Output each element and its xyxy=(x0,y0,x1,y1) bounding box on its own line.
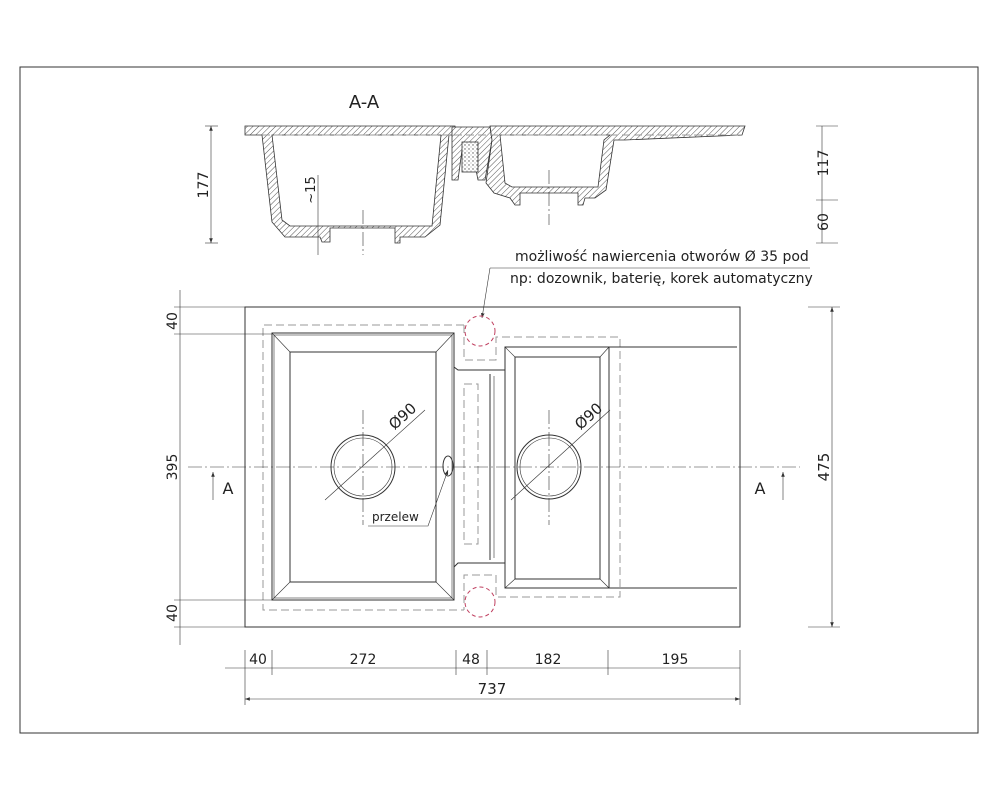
dim-bottom-0: 40 xyxy=(249,652,267,668)
section-left-bowl xyxy=(244,125,456,244)
note-line-1: możliwość nawiercenia otworów Ø 35 pod xyxy=(515,249,809,265)
dim-total-width: 737 xyxy=(478,680,507,698)
section-marker-right: A xyxy=(755,479,766,498)
drain-right-diameter: Ø90 xyxy=(571,399,606,433)
dim-left-top: 40 xyxy=(165,312,181,330)
drilling-note: możliwość nawiercenia otworów Ø 35 pod n… xyxy=(480,249,813,319)
dim-117: 117 xyxy=(816,150,832,177)
dim-right: 475 xyxy=(815,453,833,482)
dim-line-d90-left xyxy=(324,409,426,501)
left-bowl-rim xyxy=(271,332,455,601)
optional-hole-bottom xyxy=(464,586,496,618)
dim-bottom-1: 272 xyxy=(350,652,377,668)
dim-60: 60 xyxy=(816,213,832,231)
right-bowl-rim xyxy=(504,346,610,589)
note-line-2: np: dozownik, baterię, korek automatyczn… xyxy=(510,271,813,287)
overflow-label: przelew xyxy=(372,510,419,524)
section-view: A-A 177 117 60 ~15 xyxy=(196,92,838,255)
dim-left-bottom: 40 xyxy=(165,604,181,622)
plan-view: Ø90 Ø90 przelew A A 40 395 40 475 40 272… xyxy=(165,290,840,705)
section-right-bowl xyxy=(485,125,746,206)
divider-outline xyxy=(453,333,506,600)
dim-15: ~15 xyxy=(304,176,319,203)
section-title: A-A xyxy=(349,92,380,113)
hidden-outline-left xyxy=(262,324,464,611)
hidden-divider xyxy=(463,383,479,545)
dim-bottom-2: 48 xyxy=(462,652,480,668)
dim-left-middle: 395 xyxy=(165,454,181,481)
section-marker-left: A xyxy=(223,479,234,498)
dim-bottom-3: 182 xyxy=(535,652,562,668)
dim-bottom-4: 195 xyxy=(662,652,689,668)
dim-line-d90-right xyxy=(510,409,611,501)
optional-hole-top xyxy=(464,315,496,347)
drawing-frame xyxy=(19,66,979,734)
right-bowl-floor xyxy=(514,356,601,580)
note-leader xyxy=(480,267,491,319)
hidden-outline-right xyxy=(463,325,621,610)
drain-left-diameter: Ø90 xyxy=(385,399,420,433)
overflow-hole xyxy=(442,455,454,477)
section-foam xyxy=(461,141,479,173)
dim-177: 177 xyxy=(196,172,212,199)
